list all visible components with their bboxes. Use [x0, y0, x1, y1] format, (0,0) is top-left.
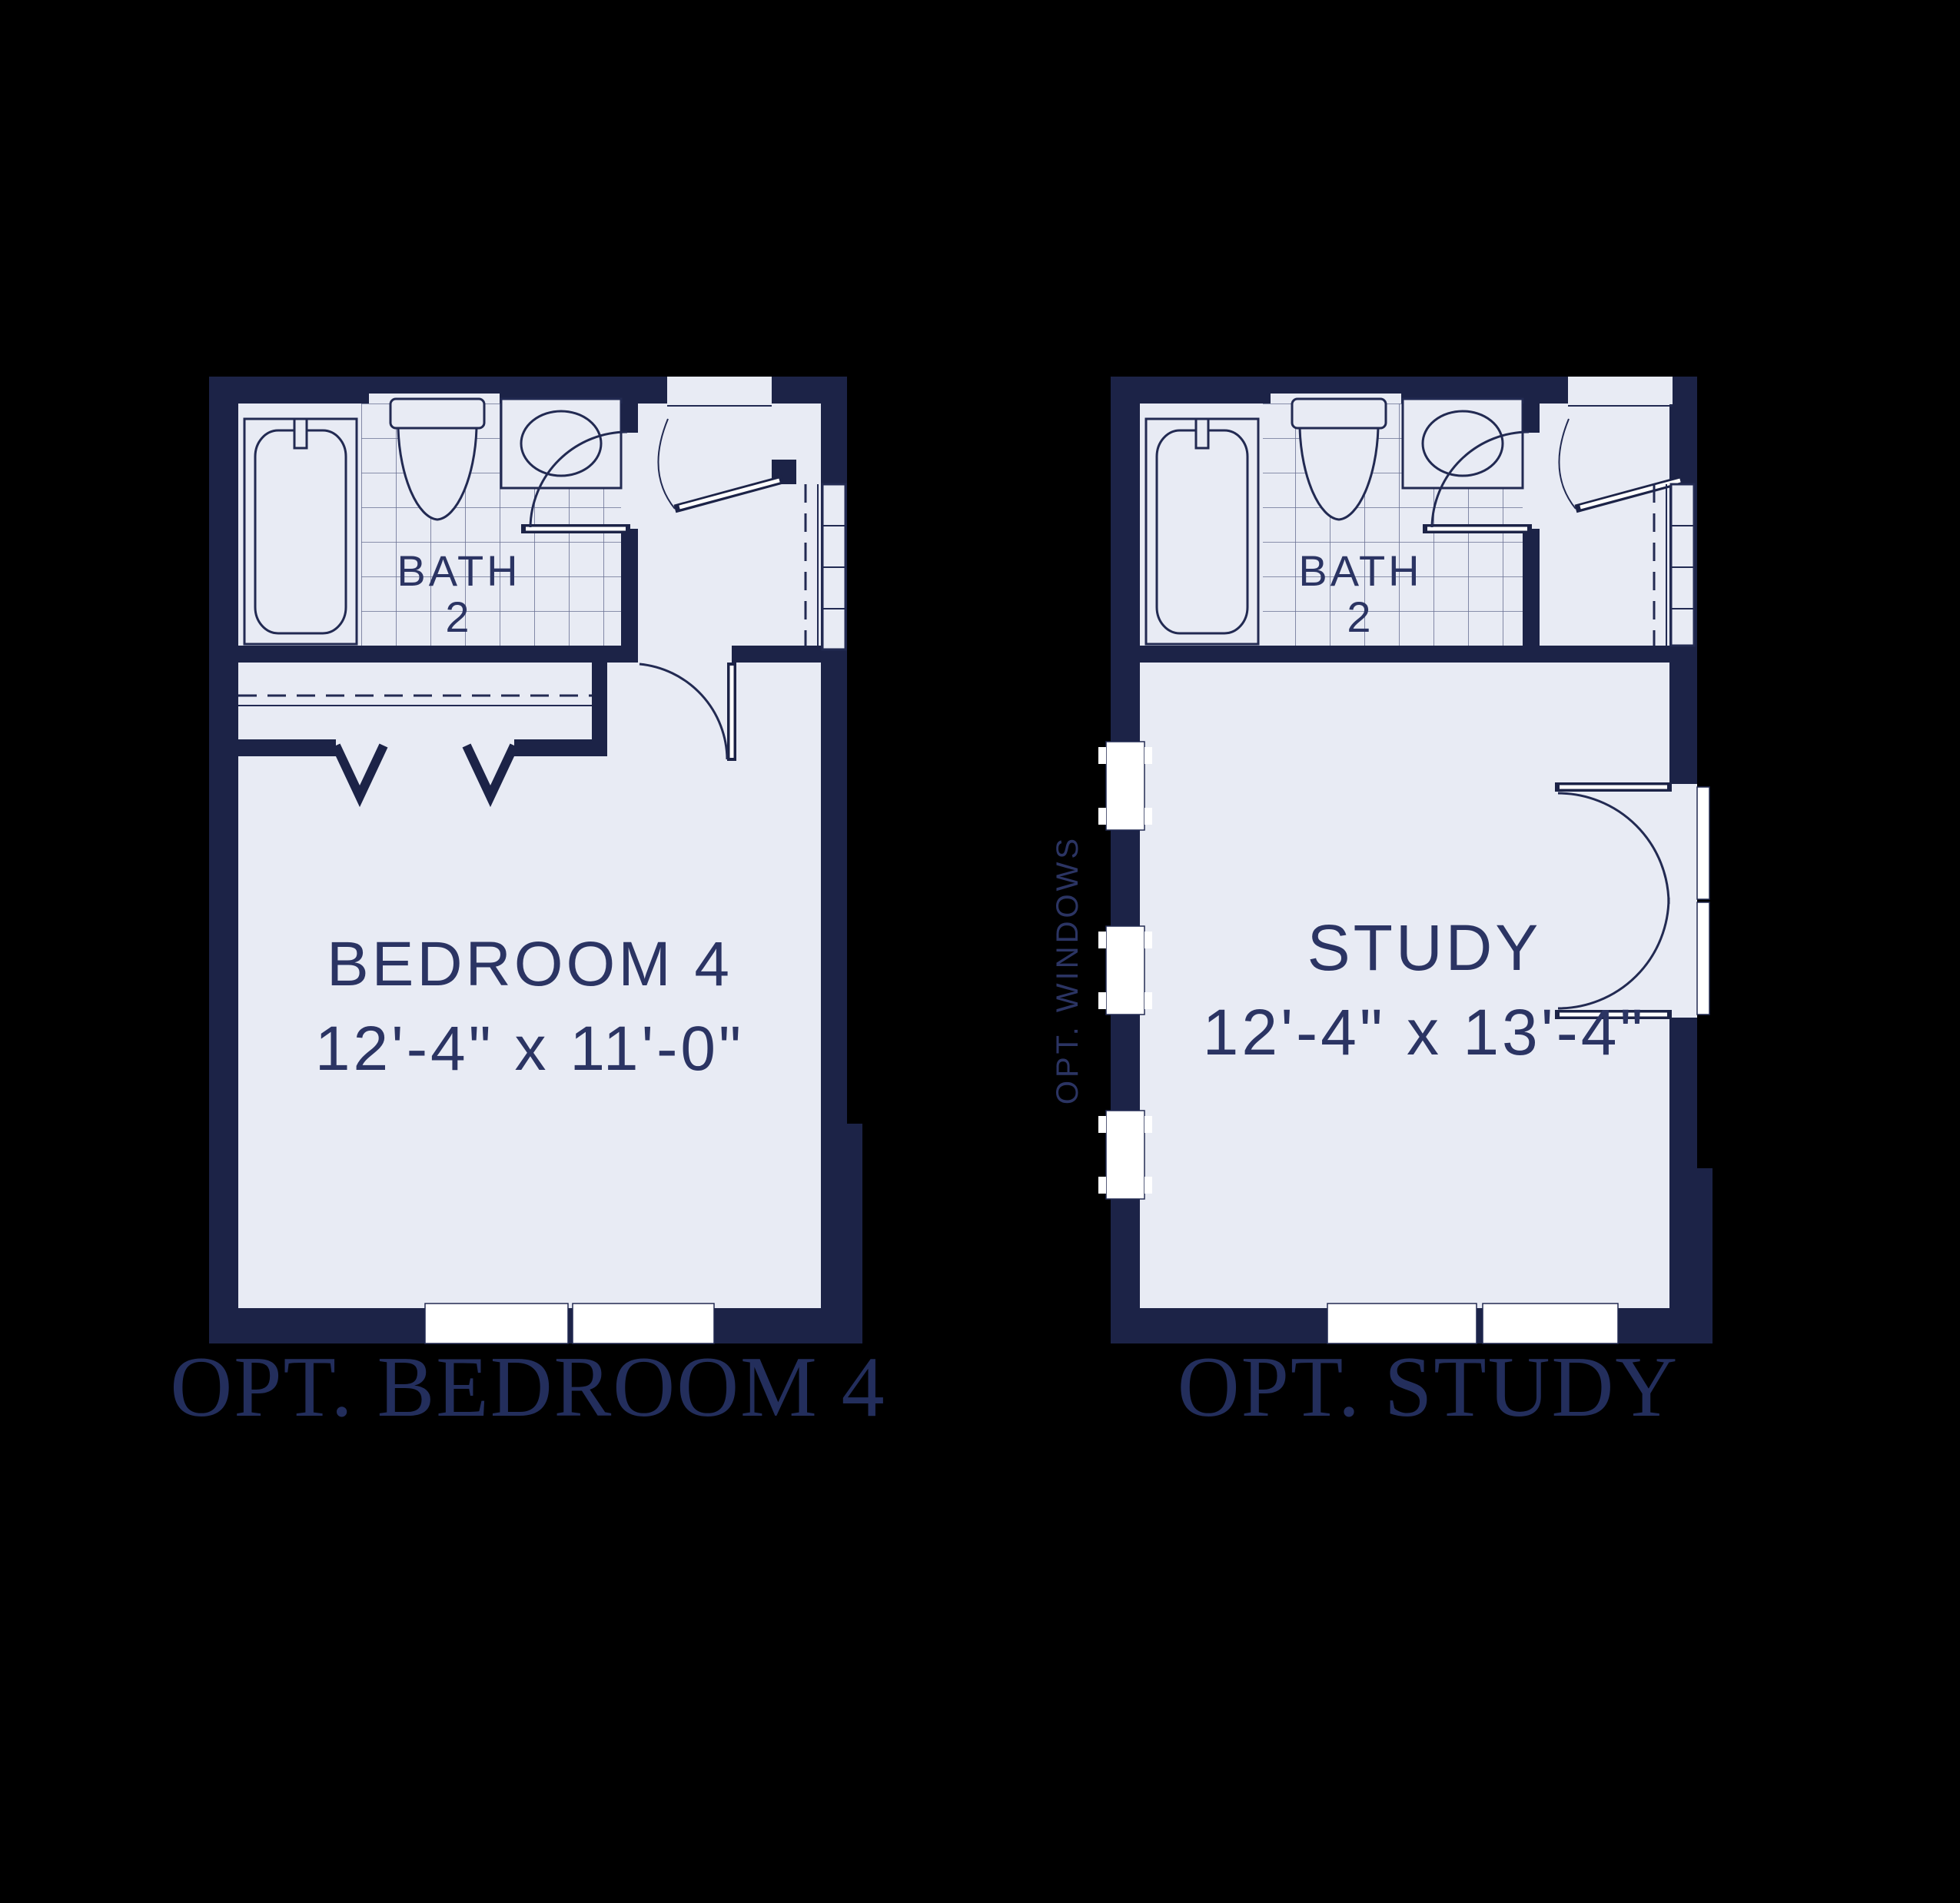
bathtub	[243, 417, 358, 646]
hall-door	[1558, 377, 1697, 513]
hall-door-opening	[1568, 377, 1673, 404]
faucet	[293, 417, 308, 450]
sink-basin	[520, 410, 603, 477]
sink-vanity	[1401, 397, 1524, 490]
hanger-rod-symbol	[462, 743, 519, 808]
toilet	[389, 397, 486, 521]
room-dimensions: 12'-4" x 13'-4"	[1203, 996, 1646, 1068]
window	[572, 1303, 715, 1344]
bath-wall-upper	[1523, 404, 1540, 433]
bath-label: BATH	[1298, 546, 1422, 595]
sink-vanity	[500, 397, 623, 490]
door-frame	[1696, 786, 1710, 900]
hall-door-opening	[667, 377, 772, 404]
plan-opt-study: BATH 2	[1051, 377, 1713, 1435]
window	[1482, 1303, 1619, 1344]
door-header-wall	[732, 646, 821, 663]
toilet	[1291, 397, 1387, 521]
bath-label: BATH	[397, 546, 520, 595]
bath-wall-upper	[621, 404, 638, 433]
bath-bottom-wall	[1140, 646, 1697, 663]
bath-door	[521, 430, 630, 533]
french-doors	[1555, 782, 1710, 1019]
plan-caption: OPT. STUDY	[1178, 1340, 1679, 1435]
closet-side-wall	[592, 663, 607, 756]
room-label: STUDY	[1307, 912, 1542, 984]
faucet	[1194, 417, 1210, 450]
linen-shelves	[1653, 483, 1696, 647]
plan-opt-bedroom-4: BATH 2	[170, 377, 885, 1435]
optional-windows	[1098, 741, 1152, 1200]
closet-front-wall-right	[514, 739, 607, 756]
bedroom-door	[639, 646, 821, 761]
room-dimensions: 12'-4" x 11'-0"	[315, 1014, 744, 1084]
door-frame	[1696, 902, 1710, 1015]
bath-wall-lower	[621, 529, 638, 646]
bedroom-closet	[238, 663, 607, 808]
window	[1098, 1110, 1152, 1200]
sink-basin	[1421, 410, 1504, 477]
linen-shelves	[804, 483, 847, 651]
bath-number: 2	[445, 593, 472, 641]
bathtub	[1144, 417, 1260, 646]
bath-number: 2	[1347, 593, 1374, 641]
window	[1098, 925, 1152, 1015]
plan-caption: OPT. BEDROOM 4	[170, 1340, 885, 1435]
hanger-rod-symbol	[331, 743, 388, 808]
opt-windows-note: OPT. WINDOWS	[1051, 835, 1085, 1104]
bath-door	[1423, 430, 1532, 533]
window	[424, 1303, 569, 1344]
window	[1098, 741, 1152, 831]
window	[1327, 1303, 1477, 1344]
room-label: BEDROOM 4	[327, 929, 733, 999]
hall-door	[657, 377, 796, 513]
bath-bottom-wall	[238, 646, 638, 663]
bath-wall-lower	[1523, 529, 1540, 646]
closet-front-wall-left	[238, 739, 336, 756]
door-opening	[1669, 784, 1697, 1018]
